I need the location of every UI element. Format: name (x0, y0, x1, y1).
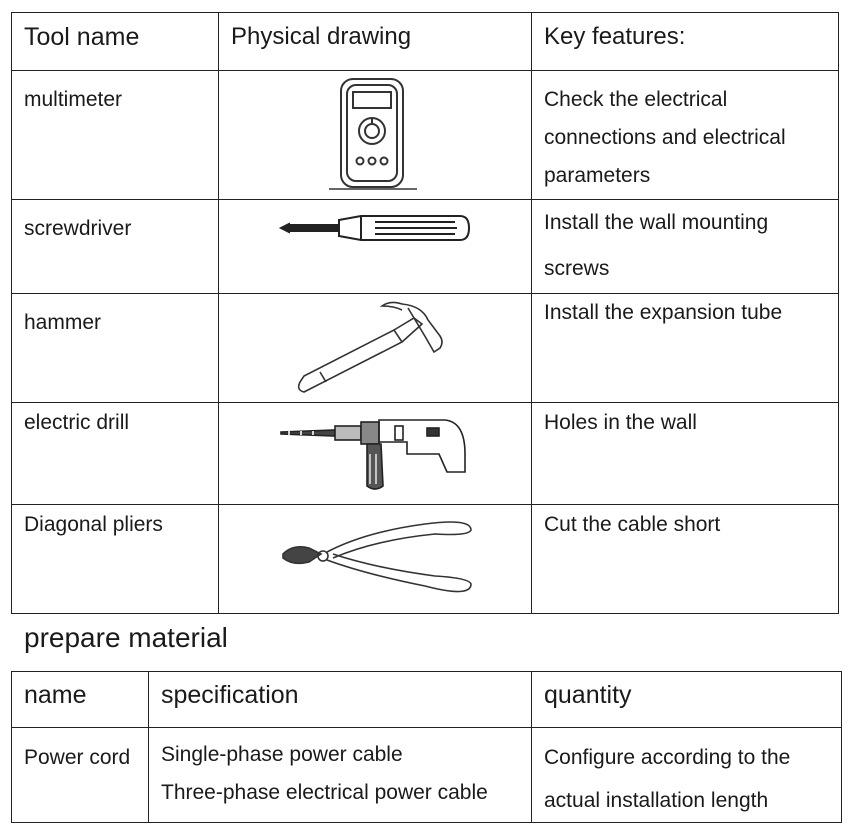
tool-name: multimeter (11, 70, 219, 200)
header-physical-drawing: Physical drawing (218, 12, 532, 71)
table-row: screwdriver Install the wall mounting sc… (11, 199, 839, 294)
table-row: Power cord Single-phase power cable Thre… (11, 727, 842, 823)
electric-drill-icon (280, 418, 466, 490)
material-specification: Single-phase power cable Three-phase ele… (148, 727, 532, 823)
table-row: Diagonal pliers Cut the cable short (11, 504, 839, 614)
tool-drawing (218, 199, 532, 294)
materials-table: name specification quantity Power cord S… (11, 671, 842, 823)
hammer-icon (297, 301, 443, 393)
table-row: electric drill Holes i (11, 402, 839, 505)
diagonal-pliers-icon (282, 521, 472, 593)
material-name: Power cord (11, 727, 149, 823)
tool-name: hammer (11, 293, 219, 403)
prepare-material-title: prepare material (24, 622, 228, 653)
tool-name: electric drill (11, 402, 219, 505)
spec-line-1: Single-phase power cable (161, 743, 403, 766)
screwdriver-icon (278, 215, 471, 241)
tool-name: screwdriver (11, 199, 219, 294)
materials-header-row: name specification quantity (11, 671, 842, 728)
multimeter-icon (329, 78, 417, 190)
tool-feature: Holes in the wall (531, 402, 839, 505)
header-tool-name: Tool name (11, 12, 219, 71)
header-name: name (11, 671, 149, 728)
tool-drawing (218, 293, 532, 403)
tool-drawing (218, 402, 532, 505)
tool-drawing (218, 70, 532, 200)
tools-table: Tool name Physical drawing Key features:… (11, 12, 839, 614)
table-row: multimeter Check the electrical connecti… (11, 70, 839, 200)
header-specification: specification (148, 671, 532, 728)
tool-feature: Cut the cable short (531, 504, 839, 614)
tool-drawing (218, 504, 532, 614)
tools-header-row: Tool name Physical drawing Key features: (11, 12, 839, 71)
tool-feature: Check the electrical connections and ele… (531, 70, 839, 200)
material-quantity: Configure according to the actual instal… (531, 727, 842, 823)
header-quantity: quantity (531, 671, 842, 728)
tool-feature: Install the wall mounting screws (531, 199, 839, 294)
table-row: hammer Install the expansion tube (11, 293, 839, 403)
tool-feature: Install the expansion tube (531, 293, 839, 403)
tool-name: Diagonal pliers (11, 504, 219, 614)
header-key-features: Key features: (531, 12, 839, 71)
spec-line-2: Three-phase electrical power cable (161, 781, 488, 804)
